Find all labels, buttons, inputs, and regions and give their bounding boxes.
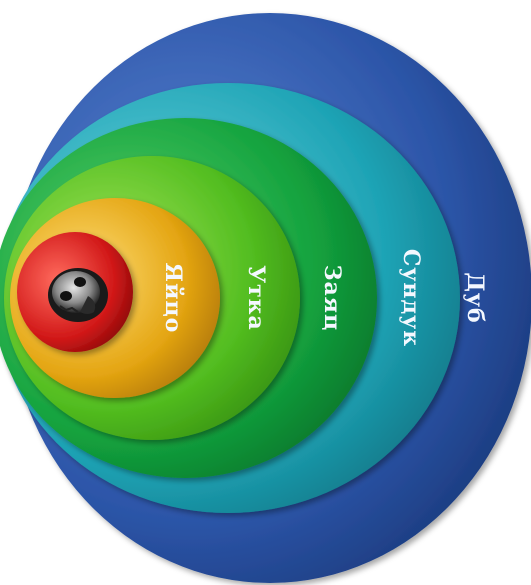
label-hare: Заяц [319, 265, 345, 332]
skull-portrait-icon [48, 268, 108, 322]
label-duck: Утка [243, 265, 269, 331]
label-oak: Дуб [462, 272, 488, 323]
label-chest: Сундук [398, 249, 424, 347]
label-egg: Яйцо [160, 263, 186, 334]
